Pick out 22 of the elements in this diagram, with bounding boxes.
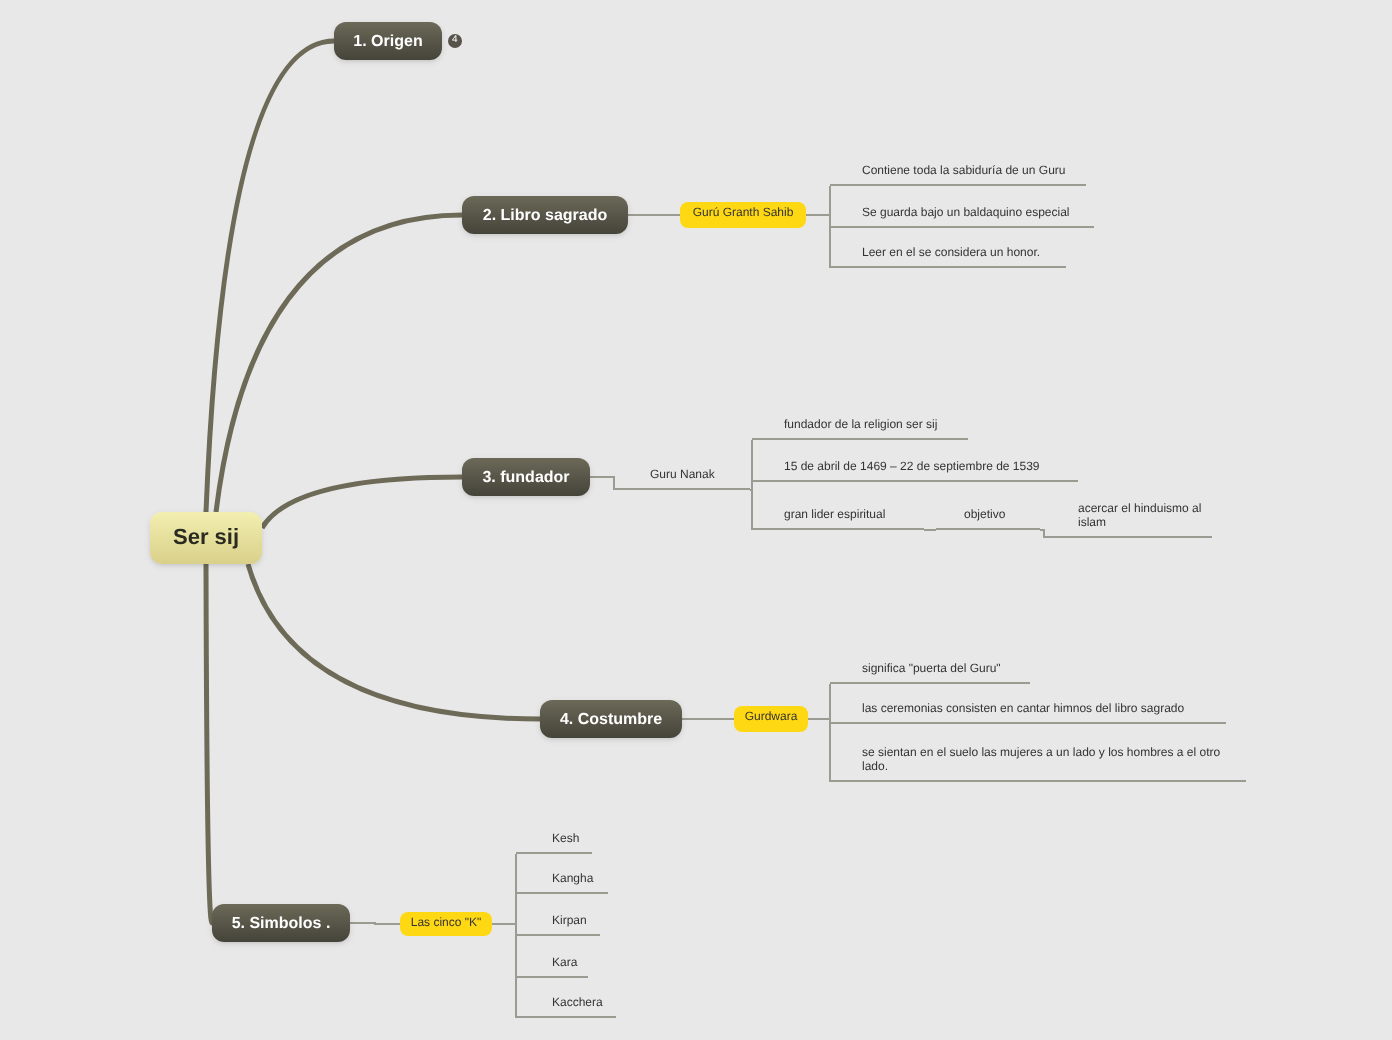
- connector-line: [260, 474, 463, 530]
- main-topic: 1. Origen: [334, 22, 442, 60]
- connector-line: [807, 718, 831, 783]
- connector-line: [1039, 529, 1045, 539]
- main-topic: 4. Costumbre: [540, 700, 682, 738]
- connector-line: [203, 564, 215, 924]
- connector-line: [749, 489, 753, 531]
- connector-line: [805, 214, 831, 269]
- connector-line: [923, 529, 937, 531]
- main-topic: 5. Simbolos .: [212, 904, 350, 942]
- main-topic: 3. fundador: [462, 458, 590, 496]
- connector-line: [213, 212, 463, 513]
- connector-line: [749, 481, 753, 491]
- connector-line: [245, 563, 541, 722]
- connector-line: [627, 214, 681, 216]
- connector-line: [349, 922, 401, 925]
- connector-line: [589, 476, 615, 491]
- main-topic: 2. Libro sagrado: [462, 196, 628, 234]
- central-topic: Ser sij: [150, 512, 262, 564]
- connector-line: [491, 923, 517, 1019]
- connector-line: [681, 718, 735, 720]
- connector-line: [203, 38, 335, 513]
